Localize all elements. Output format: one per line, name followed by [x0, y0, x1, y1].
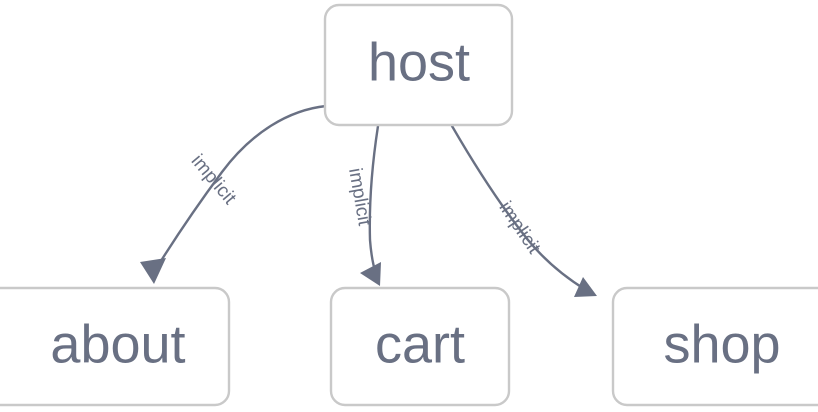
node-shop[interactable]: shop — [611, 286, 818, 407]
node-about[interactable]: about — [0, 286, 231, 407]
node-label: cart — [375, 314, 465, 374]
edge-line — [152, 104, 328, 274]
edges-layer — [140, 104, 597, 297]
edge-host-to-about[interactable] — [140, 104, 328, 284]
node-label: shop — [663, 314, 780, 374]
arrowhead-icon — [360, 262, 381, 286]
node-box — [329, 286, 511, 407]
edge-label: implicit — [494, 198, 544, 258]
node-cart[interactable]: cart — [329, 286, 511, 407]
node-label: about — [50, 314, 185, 374]
edge-line — [450, 124, 588, 292]
edge-host-to-shop[interactable] — [450, 124, 597, 297]
arrowhead-icon — [574, 277, 597, 297]
nodes-layer: host about cart shop — [0, 3, 818, 407]
node-box — [323, 3, 514, 127]
node-host[interactable]: host — [323, 3, 514, 127]
edge-label: implicit — [344, 167, 375, 229]
node-label: host — [368, 32, 470, 92]
edge-host-to-cart[interactable] — [360, 124, 381, 286]
arrowhead-icon — [140, 258, 166, 284]
node-box — [0, 286, 231, 407]
node-box — [611, 286, 818, 407]
edge-line — [368, 124, 380, 276]
